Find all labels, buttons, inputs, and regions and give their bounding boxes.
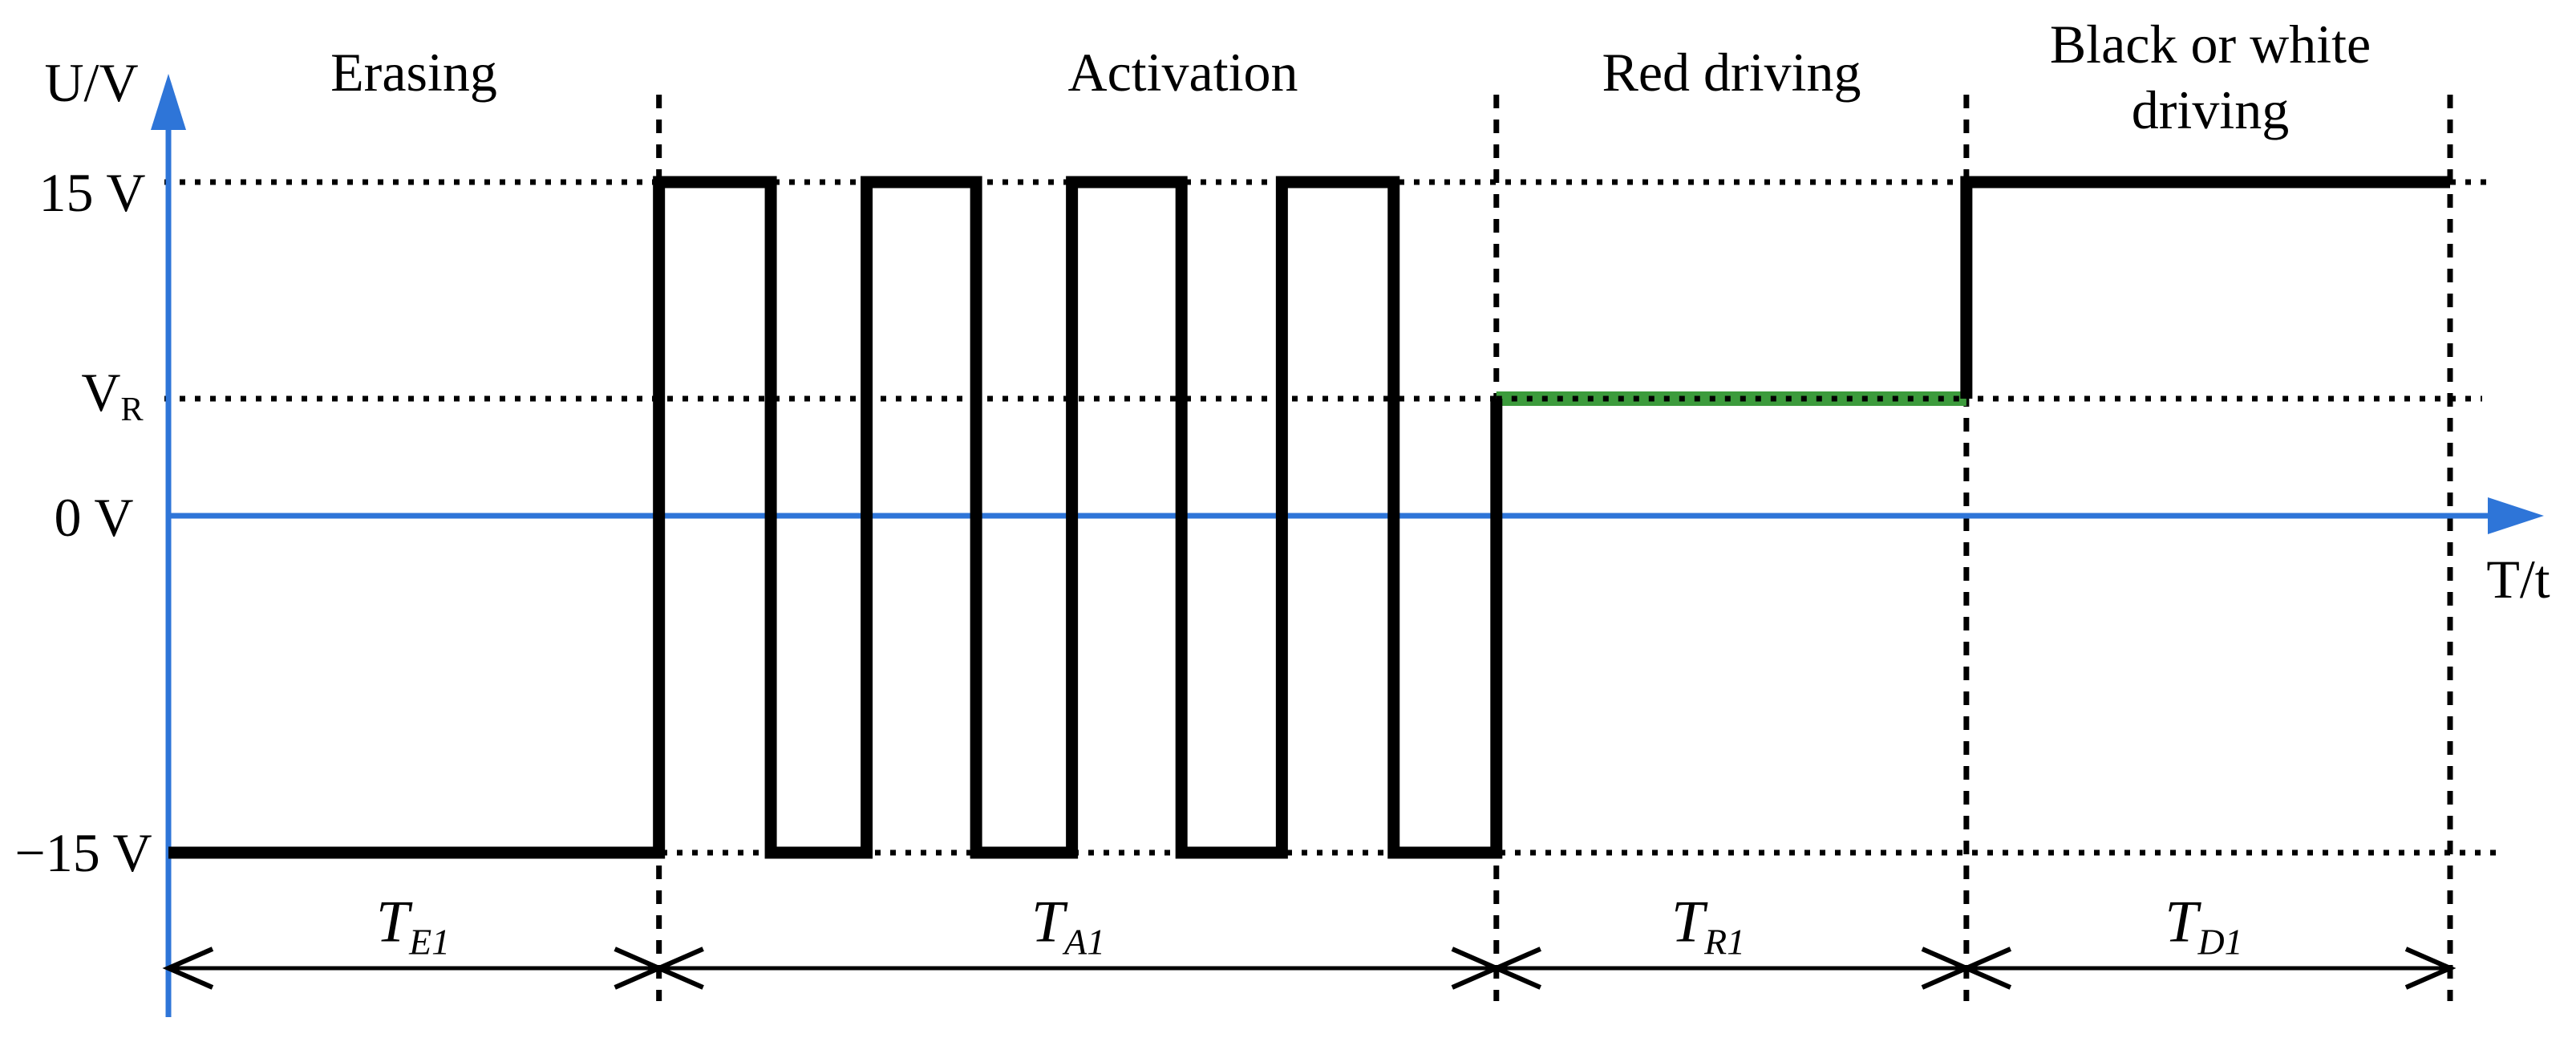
ytick-minus15v: −15 V bbox=[14, 822, 152, 883]
x-axis-label: T/t bbox=[2486, 549, 2550, 610]
phase-label-activation: Activation bbox=[1067, 42, 1298, 103]
dimension-arrowhead-boundary-0-left bbox=[614, 947, 666, 990]
phase-label-red-driving: Red driving bbox=[1602, 42, 1861, 103]
duration-td1-base: T bbox=[2165, 889, 2198, 955]
duration-label-td1: TD1 bbox=[2165, 888, 2242, 963]
duration-label-tr1: TR1 bbox=[1671, 888, 1745, 963]
duration-ta1-base: T bbox=[1031, 889, 1065, 955]
waveform-path bbox=[168, 176, 2450, 859]
y-axis-label: U/V bbox=[44, 52, 139, 113]
phase-label-erasing: Erasing bbox=[330, 42, 497, 103]
phase-label-black-or-white-driving: Black or white driving bbox=[2049, 14, 2371, 140]
dimension-arrowhead-right-end bbox=[2404, 947, 2457, 990]
ytick-15v: 15 V bbox=[38, 162, 146, 223]
duration-label-te1: TE1 bbox=[376, 888, 450, 963]
duration-tr1-base: T bbox=[1671, 889, 1705, 955]
x-axis-arrowhead bbox=[2488, 497, 2544, 534]
ytick-vr-base: V bbox=[81, 362, 121, 424]
ytick-vr-subscript: R bbox=[120, 390, 144, 428]
duration-label-ta1: TA1 bbox=[1031, 888, 1105, 963]
dimension-arrowhead-boundary-1-left bbox=[1451, 947, 1503, 990]
y-axis-arrowhead bbox=[151, 74, 186, 130]
dimension-arrowhead-boundary-2-left bbox=[1921, 947, 1973, 990]
ytick-vr: VR bbox=[81, 359, 143, 443]
duration-tr1-subscript: R1 bbox=[1704, 921, 1746, 963]
duration-td1-subscript: D1 bbox=[2197, 921, 2243, 963]
dimension-arrowhead-left-end bbox=[162, 947, 214, 990]
ytick-0v: 0 V bbox=[54, 487, 134, 548]
duration-te1-subscript: E1 bbox=[409, 921, 451, 963]
duration-te1-base: T bbox=[375, 889, 410, 955]
duration-ta1-subscript: A1 bbox=[1064, 921, 1106, 963]
